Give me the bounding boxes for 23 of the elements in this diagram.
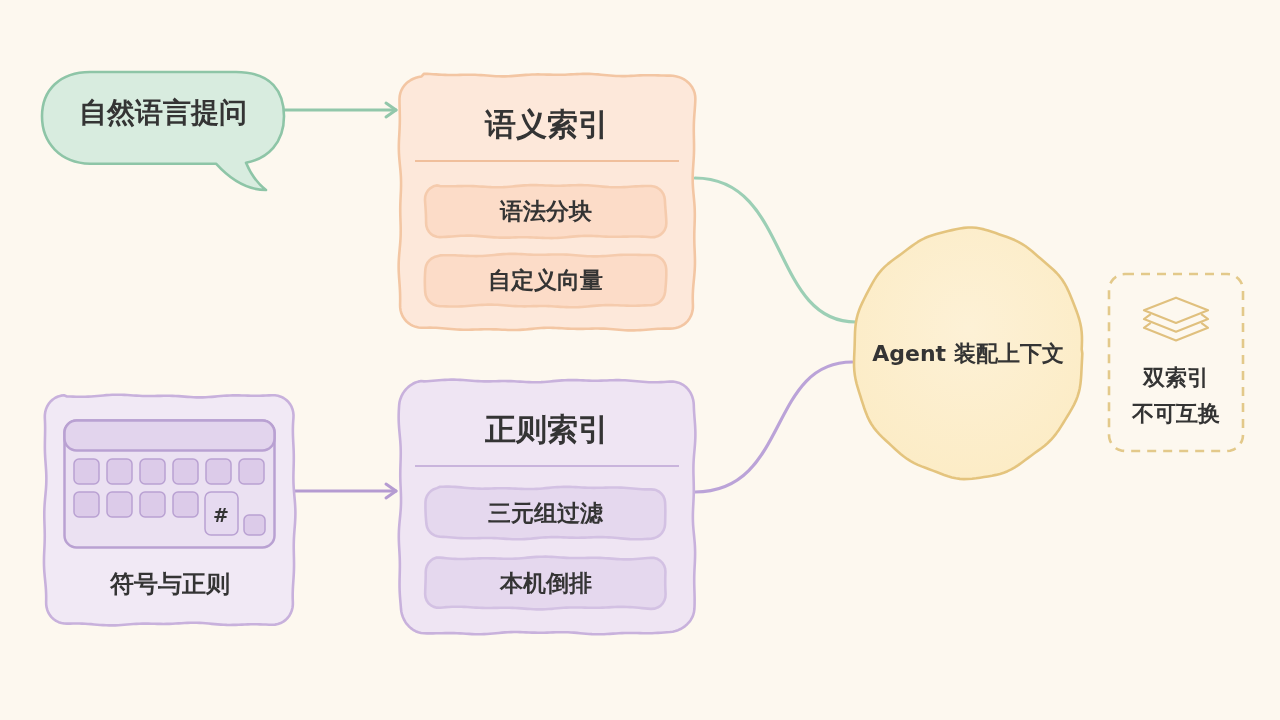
panel-title: 正则索引: [485, 411, 609, 449]
note-text: 双索引: [1143, 364, 1209, 392]
step-box: [423, 252, 668, 309]
step-label: 语法分块: [499, 198, 592, 226]
index-panel: [397, 72, 697, 332]
step-box: [423, 485, 668, 541]
speech-bubble: [40, 70, 286, 192]
input-panel: [42, 393, 297, 627]
panel-caption: 符号与正则: [109, 569, 230, 599]
panel-title: 语义索引: [485, 106, 609, 144]
key-label: #: [213, 503, 229, 527]
circle-label: Agent 装配上下文: [872, 340, 1064, 368]
step-box: [423, 555, 668, 611]
index-panel: [397, 378, 697, 636]
note-box: [1107, 272, 1245, 453]
bubble-text: 自然语言提问: [79, 96, 247, 130]
step-box: [423, 183, 668, 240]
step-label: 本机倒排: [499, 570, 592, 598]
connector-line: [693, 360, 854, 494]
note-text: 不可互换: [1132, 400, 1220, 428]
step-label: 三元组过滤: [488, 500, 603, 528]
arrow: [293, 482, 398, 500]
step-label: 自定义向量: [488, 267, 603, 295]
